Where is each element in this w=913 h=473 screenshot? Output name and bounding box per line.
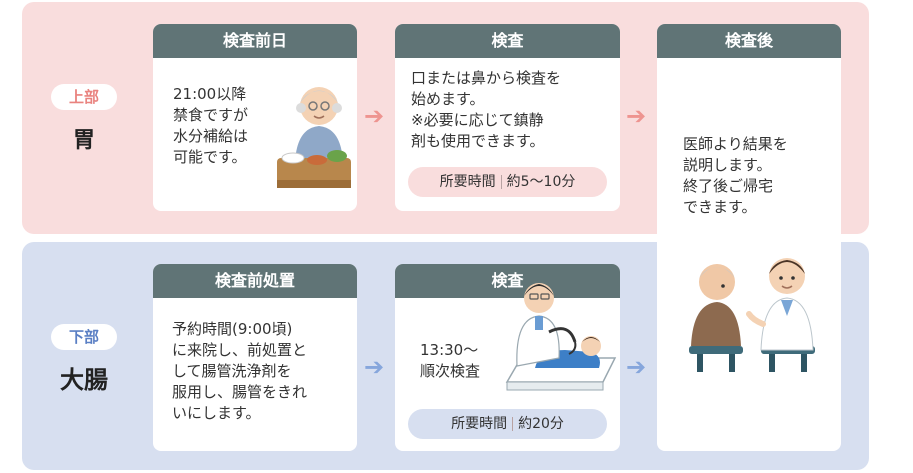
duration-value: 約20分 [518, 416, 564, 432]
doctor-consultation-illustration [689, 258, 815, 372]
card-text: 予約時間(9:00頃) に来院し、前処置と して腸管洗浄剤を 服用し、腸管をきれ… [172, 319, 354, 424]
arrow-right-icon: ➔ [364, 102, 385, 130]
card-text: 医師より結果を 説明します。 終了後ご帰宅 できます。 [683, 134, 833, 218]
lower-exam-card: 検査 13:30〜 順次検査 所要時間約20分 [395, 264, 620, 451]
card-text: 21:00以降 禁食ですが 水分補給は 可能です。 [173, 84, 293, 168]
duration-label: 所要時間 [439, 174, 496, 190]
text-line: できます。 [683, 198, 757, 216]
text-line: 可能です。 [173, 148, 247, 166]
lower-badge: 下部 [51, 324, 117, 350]
card-title: 検査後 [657, 24, 841, 58]
text-line: して腸管洗浄剤を [172, 362, 292, 380]
text-line: 21:00以降 [173, 85, 247, 103]
duration-value: 約5〜10分 [506, 174, 576, 190]
text-line: 口または鼻から検査を [411, 69, 562, 87]
text-line: いにします。 [172, 404, 261, 422]
card-title: 検査 [395, 24, 620, 58]
divider [512, 417, 514, 431]
after-exam-card: 検査後 医師より結果を 説明します。 終了後ご帰宅 できます。 [657, 24, 841, 451]
text-line: 13:30〜 [420, 341, 479, 359]
text-line: 服用し、腸管をきれ [172, 383, 308, 401]
arrow-right-icon: ➔ [626, 102, 647, 130]
lower-prep-card: 検査前処置 予約時間(9:00頃) に来院し、前処置と して腸管洗浄剤を 服用し… [153, 264, 357, 451]
duration-label: 所要時間 [451, 416, 508, 432]
divider [500, 175, 502, 189]
text-line: ※必要に応じて鎮静 [411, 111, 544, 129]
text-line: 始めます。 [411, 90, 485, 108]
text-line: 水分補給は [173, 127, 249, 145]
upper-organ-label: 胃 [72, 128, 95, 153]
arrow-right-icon: ➔ [364, 353, 385, 381]
lower-organ-label: 大腸 [60, 366, 108, 394]
text-line: 禁食ですが [173, 106, 249, 124]
text-line: 医師より結果を [683, 135, 788, 153]
upper-badge: 上部 [51, 84, 117, 110]
text-line: 剤も使用できます。 [411, 132, 545, 150]
text-line: に来院し、前処置と [172, 341, 308, 359]
text-line: 終了後ご帰宅 [683, 177, 774, 195]
card-title: 検査前処置 [153, 264, 357, 298]
upper-exam-card: 検査 口または鼻から検査を 始めます。 ※必要に応じて鎮静 剤も使用できます。 … [395, 24, 620, 211]
duration-badge: 所要時間約20分 [408, 409, 607, 439]
card-text: 口または鼻から検査を 始めます。 ※必要に応じて鎮静 剤も使用できます。 [411, 68, 611, 152]
text-line: 説明します。 [683, 156, 772, 174]
text-line: 順次検査 [420, 362, 481, 380]
card-text: 13:30〜 順次検査 [420, 340, 520, 382]
upper-day-before-card: 検査前日 21:00以降 禁食ですが 水分補給は 可能です。 [153, 24, 357, 211]
duration-badge: 所要時間約5〜10分 [408, 167, 607, 197]
text-line: 予約時間(9:00頃) [172, 320, 293, 338]
elderly-eating-illustration [277, 87, 351, 188]
arrow-right-icon: ➔ [626, 353, 647, 381]
card-title: 検査 [395, 264, 620, 298]
doctor-endoscope-illustration [505, 283, 617, 391]
card-title: 検査前日 [153, 24, 357, 58]
